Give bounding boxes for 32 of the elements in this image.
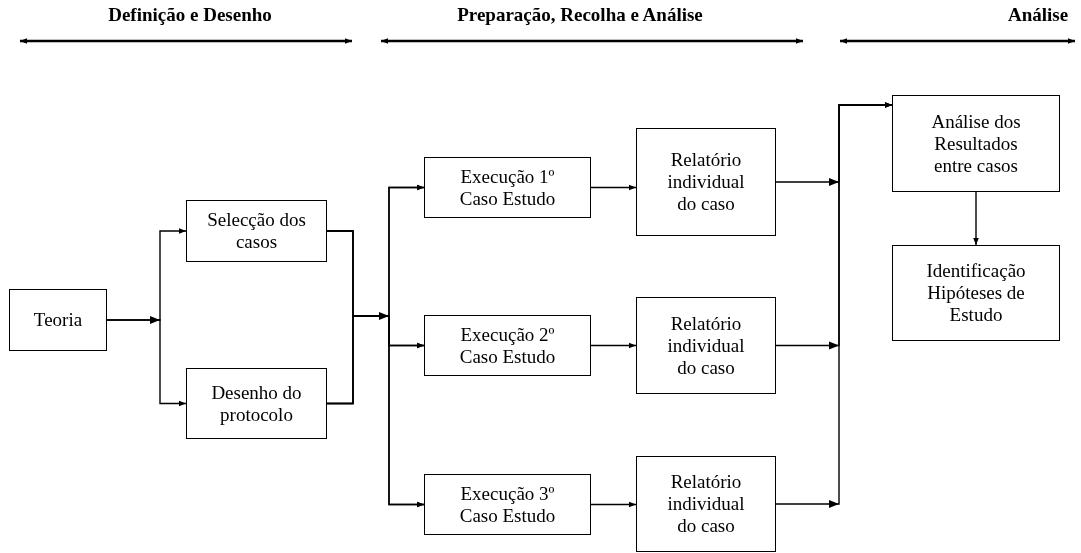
- process-box: [424, 157, 591, 218]
- process-box: [636, 297, 776, 394]
- arrow: [590, 342, 637, 349]
- box-label: Selecção dos casos: [206, 209, 307, 253]
- process-box: [186, 368, 327, 439]
- process-box: [636, 128, 776, 236]
- box-label: Análise dos Resultados entre casos: [930, 110, 1022, 177]
- box-label: Identificação Hipóteses de Estudo: [925, 260, 1027, 326]
- process-box: [424, 315, 591, 376]
- box-label: Relatório individual do caso: [666, 471, 746, 537]
- arrow: [973, 191, 979, 246]
- phase-heading: Definição e Desenho: [108, 4, 272, 26]
- process-box: [424, 474, 591, 535]
- process-box: [892, 95, 1060, 192]
- box-label: Relatório individual do caso: [666, 149, 746, 215]
- arrow: [590, 184, 637, 191]
- arrow: [326, 315, 425, 508]
- phase-heading: Preparação, Recolha e Análise: [457, 4, 703, 26]
- process-box: [892, 245, 1060, 341]
- box-label: Execução 3º Caso Estudo: [458, 482, 557, 527]
- box-label: Execução 2º Caso Estudo: [458, 323, 557, 368]
- box-label: Desenho do protocolo: [210, 381, 303, 426]
- arrow: [590, 501, 637, 508]
- arrow: [106, 319, 187, 407]
- process-box: [9, 289, 107, 351]
- phase-heading: Análise: [1007, 4, 1069, 26]
- process-box: [636, 456, 776, 552]
- box-label: Teoria: [32, 309, 84, 331]
- arrow: [775, 102, 893, 505]
- process-box: [186, 200, 327, 262]
- box-label: Execução 1º Caso Estudo: [458, 165, 557, 210]
- box-label: Relatório individual do caso: [666, 312, 746, 379]
